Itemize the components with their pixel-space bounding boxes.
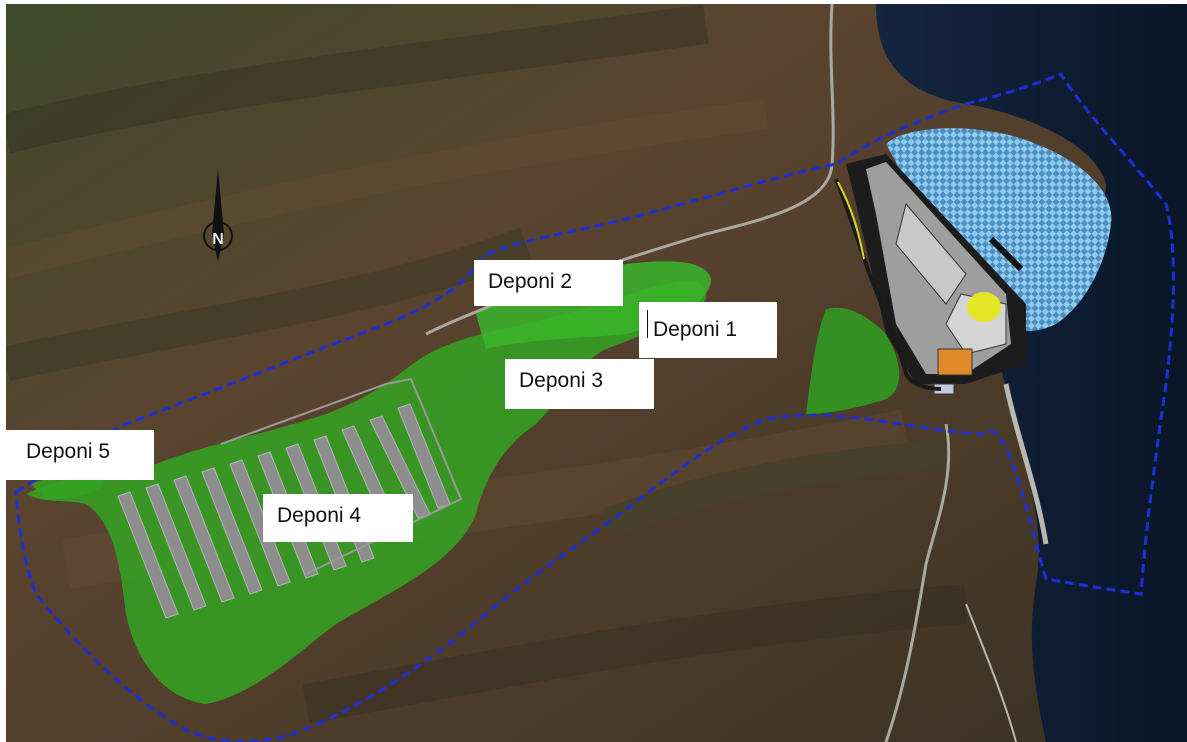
planning-boundary [14,72,1175,742]
label-deponi-1: Deponi 1 [639,302,777,358]
reservoir [886,128,1112,332]
industrial-plant [834,154,1026,395]
label-deponi-2: Deponi 2 [474,260,623,306]
deposit-area-1 [806,307,900,414]
sea [876,4,1187,742]
map-frame: N Deponi 2 Deponi 1 Deponi 3 Deponi 5 De… [6,4,1187,742]
lower-road [965,603,1017,742]
shore-road [1003,383,1049,545]
label-deponi-5: Deponi 5 [6,430,154,480]
aerial-map: N [6,4,1187,742]
north-arrow-icon: N [203,169,233,262]
label-deponi-3: Deponi 3 [505,359,654,409]
north-arrow-letter: N [212,231,224,248]
coast-road [884,423,951,742]
label-deponi-4: Deponi 4 [263,494,413,542]
